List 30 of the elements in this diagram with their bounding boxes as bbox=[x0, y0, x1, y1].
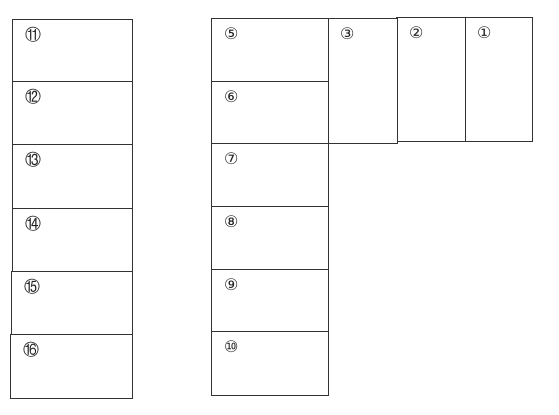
box-number: ⑩ bbox=[224, 337, 238, 357]
box-number: ⑭ bbox=[25, 214, 41, 234]
box-number: ⑪ bbox=[25, 25, 41, 45]
box-number: ⑤ bbox=[224, 24, 238, 44]
numbered-box bbox=[211, 331, 329, 396]
box-number: ⑥ bbox=[224, 87, 238, 107]
numbered-box bbox=[396, 17, 466, 142]
box-number: ⑦ bbox=[224, 149, 238, 169]
box-number: ⑮ bbox=[24, 277, 40, 297]
numbered-box bbox=[211, 206, 329, 271]
numbered-box bbox=[211, 269, 329, 333]
numbered-box bbox=[211, 81, 329, 145]
numbered-box bbox=[464, 17, 533, 142]
numbered-box bbox=[327, 18, 398, 144]
numbered-box bbox=[12, 144, 133, 210]
numbered-box bbox=[211, 143, 329, 208]
numbered-box bbox=[12, 81, 133, 146]
numbered-box bbox=[10, 334, 133, 399]
numbered-box bbox=[11, 271, 133, 336]
box-number: ① bbox=[477, 23, 492, 43]
numbered-box bbox=[211, 18, 329, 83]
box-number: ② bbox=[409, 23, 424, 43]
box-number: ⑯ bbox=[23, 340, 39, 360]
box-number: ③ bbox=[340, 24, 354, 44]
box-number: ⑨ bbox=[224, 275, 238, 295]
box-number: ⑫ bbox=[25, 87, 41, 107]
numbered-box bbox=[12, 208, 133, 273]
numbered-box bbox=[12, 19, 133, 83]
box-number: ⑧ bbox=[224, 212, 238, 232]
box-number: ⑬ bbox=[25, 150, 41, 170]
